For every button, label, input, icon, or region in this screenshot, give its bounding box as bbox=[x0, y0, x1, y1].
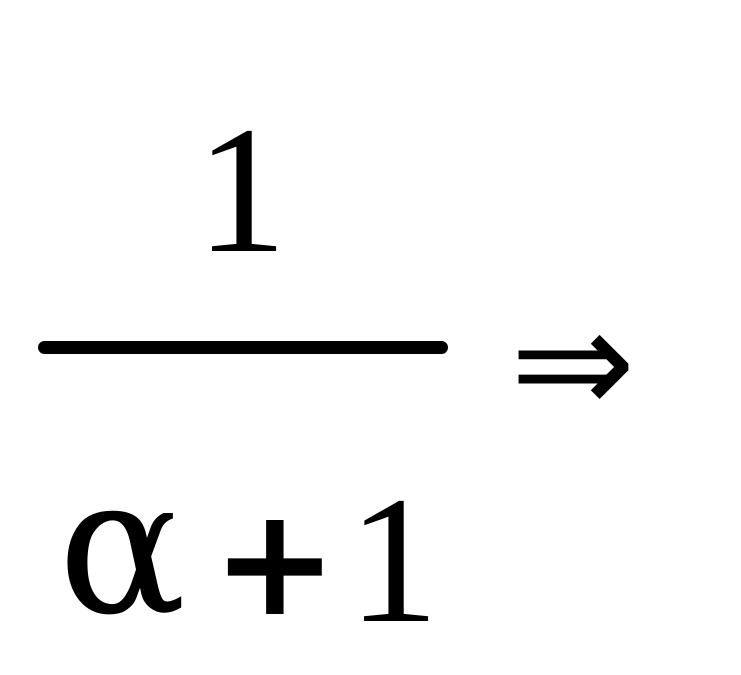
implication-arrow-icon: ⇒ bbox=[510, 276, 636, 450]
fraction-bar bbox=[38, 341, 448, 354]
denominator-one: 1 bbox=[348, 460, 439, 661]
fraction-numerator: 1 bbox=[196, 90, 287, 291]
denominator-alpha: α bbox=[58, 436, 187, 657]
denominator-plus-sign: + bbox=[212, 476, 338, 650]
